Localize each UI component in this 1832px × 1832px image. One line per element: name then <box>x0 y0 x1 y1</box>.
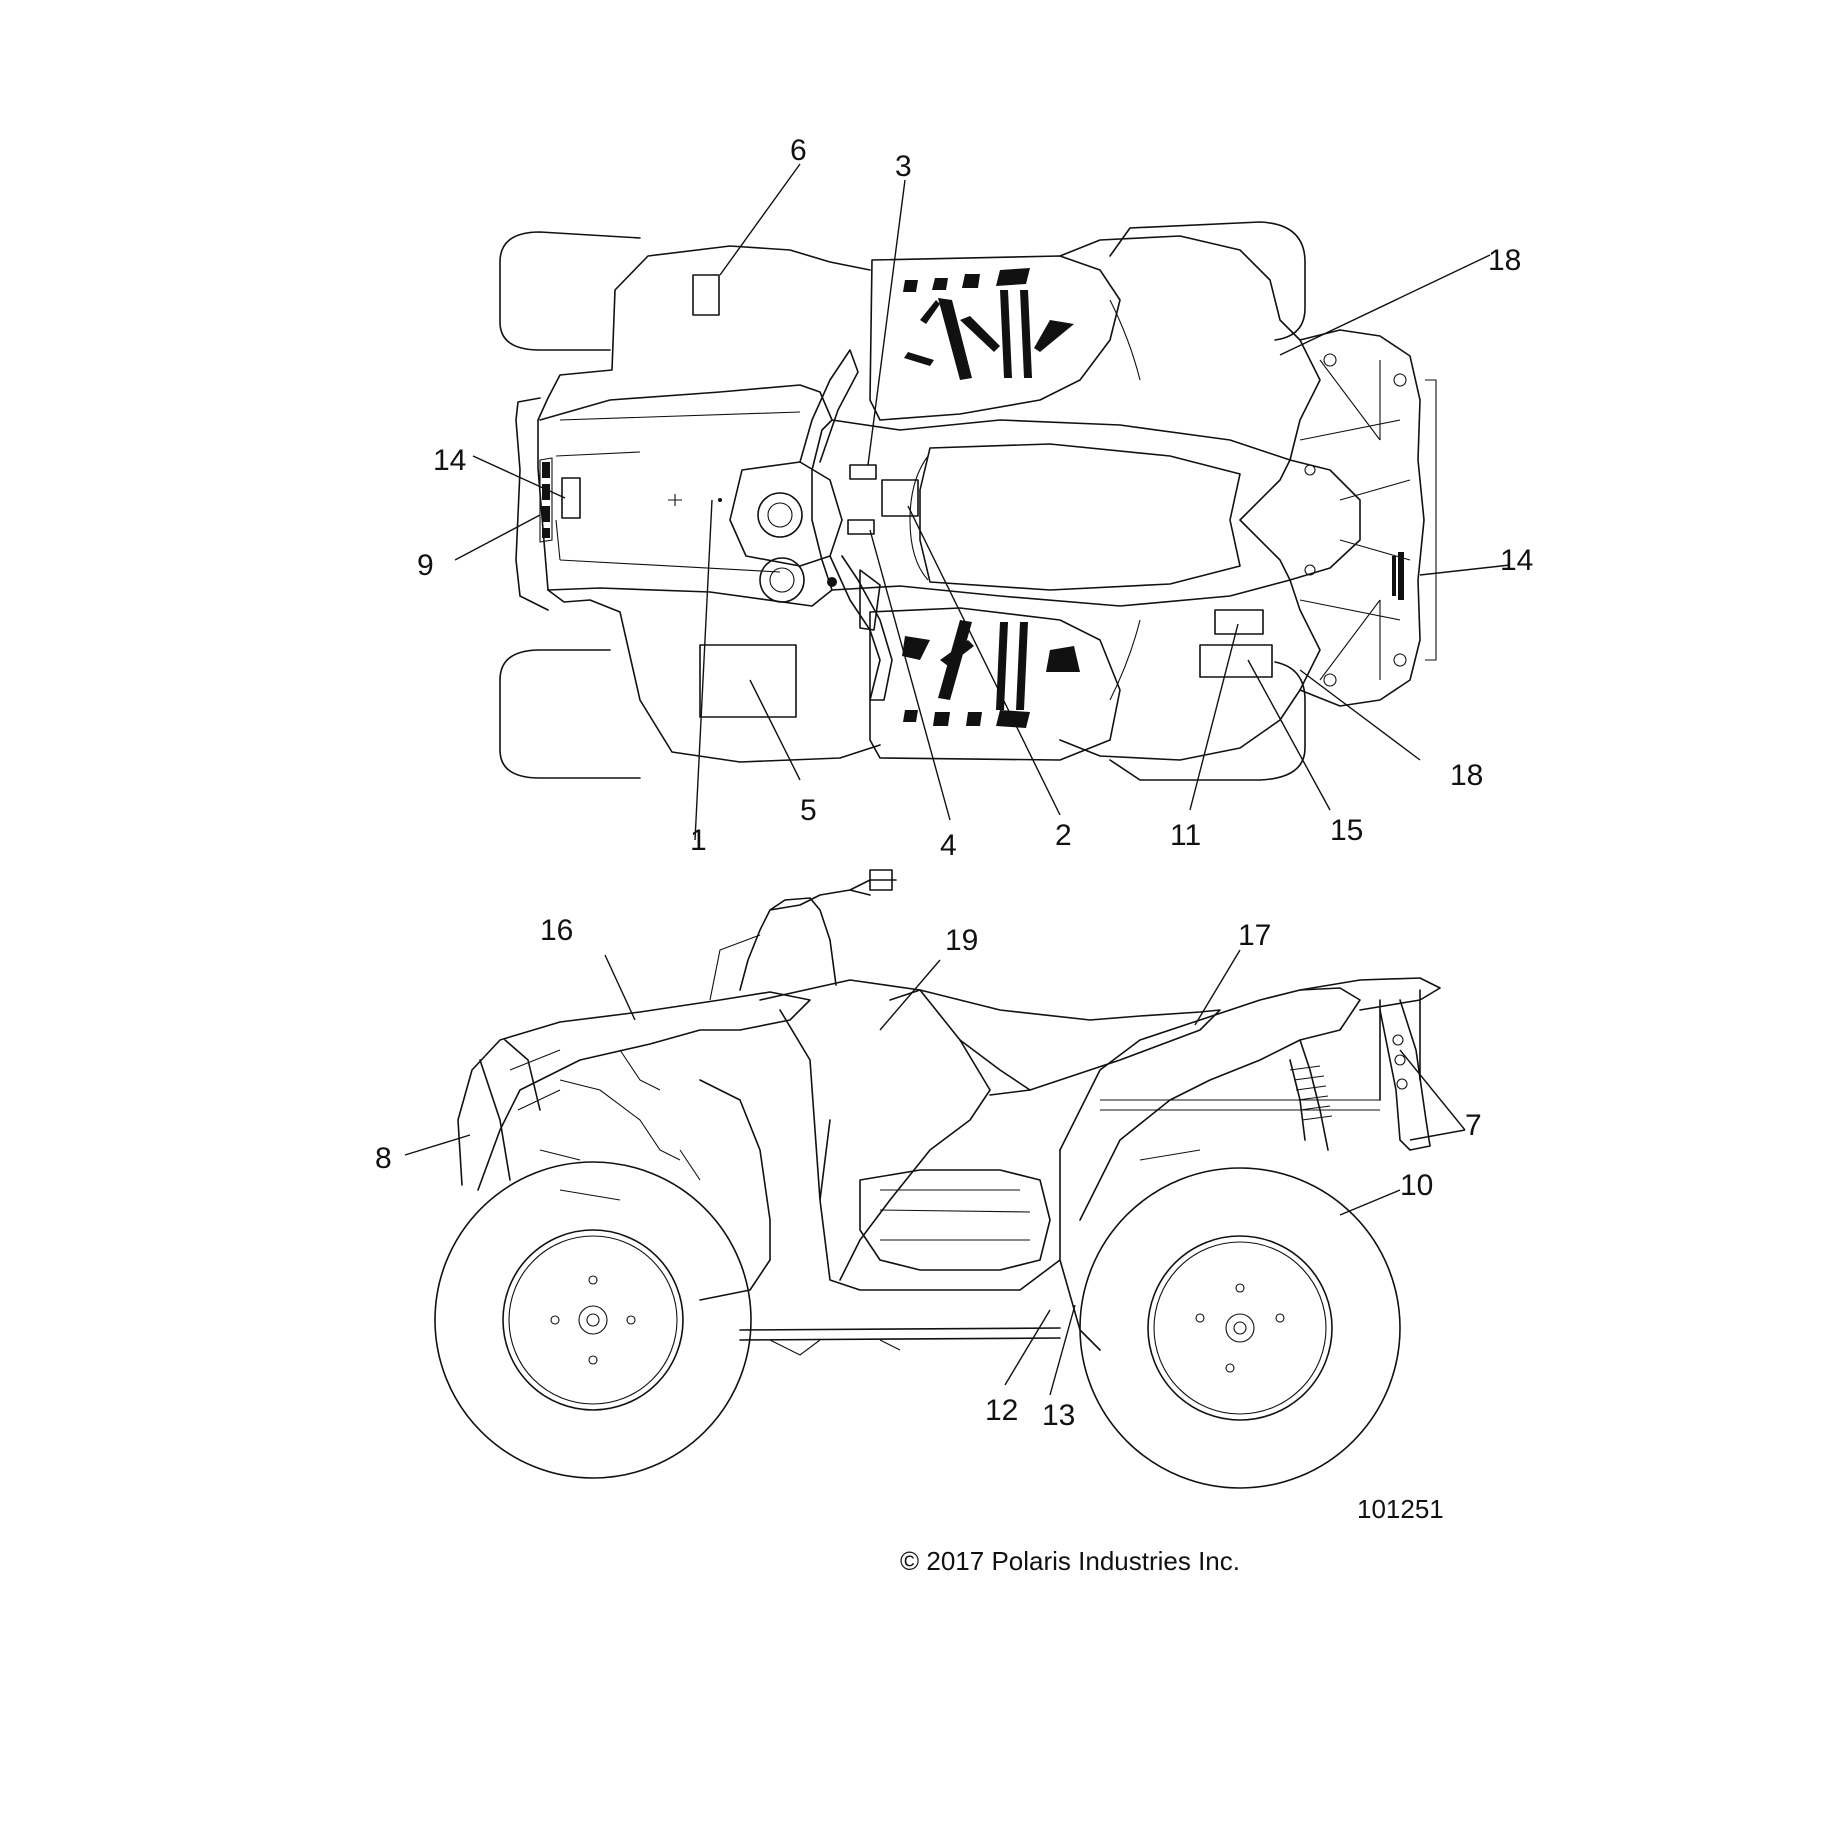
side-seat <box>889 989 1221 1096</box>
front-right-tire <box>499 649 641 779</box>
seat <box>919 443 1241 591</box>
callout-18-bottom: 18 <box>1450 759 1483 792</box>
shock-absorber <box>1289 1039 1329 1151</box>
front-tire <box>434 1161 752 1479</box>
side-rear-fender <box>1059 987 1361 1221</box>
rear-rack <box>1289 329 1425 707</box>
rear-fender <box>1059 235 1321 761</box>
decal-6 <box>692 274 720 316</box>
callout-18-top: 18 <box>1488 244 1521 277</box>
decal-11 <box>1214 609 1264 635</box>
decal-5 <box>699 644 797 718</box>
atv-top-view <box>499 221 1437 781</box>
side-body-panel <box>759 979 991 1281</box>
front-grille-guard <box>479 1039 541 1181</box>
callout-8: 8 <box>375 1142 392 1175</box>
callout-19: 19 <box>945 924 978 957</box>
steering-stem <box>757 492 803 538</box>
callout-12: 12 <box>985 1394 1018 1427</box>
handlebar-center <box>729 461 843 567</box>
fuel-cap <box>759 557 805 603</box>
engine <box>859 1169 1051 1271</box>
front-rim <box>502 1229 684 1411</box>
front-bumper <box>515 397 549 611</box>
callout-10: 10 <box>1400 1169 1433 1202</box>
callout-14-front: 14 <box>433 444 466 477</box>
front-left-tire <box>499 231 641 351</box>
copyright: © 2017 Polaris Industries Inc. <box>900 1546 1240 1576</box>
callout-1: 1 <box>690 824 707 857</box>
front-grille <box>539 457 553 543</box>
callout-7: 7 <box>1465 1109 1482 1142</box>
rear-tire <box>1079 1167 1401 1489</box>
side-front-fender <box>457 991 811 1191</box>
side-handlebar <box>739 879 897 991</box>
atv-side-view <box>434 869 1441 1489</box>
handlebar-left <box>799 349 859 463</box>
leader-lines <box>404 163 1511 1396</box>
right-footrest-tread <box>902 620 1080 728</box>
throttle-housing <box>859 569 881 631</box>
callout-16: 16 <box>540 914 573 947</box>
callout-9: 9 <box>417 549 434 582</box>
lower-frame-rail <box>739 1327 1061 1341</box>
side-throttle <box>869 869 893 891</box>
rear-rim <box>1147 1235 1333 1421</box>
front-rack <box>539 384 833 607</box>
callout-13: 13 <box>1042 1399 1075 1432</box>
decal-14-front <box>561 477 581 519</box>
decal-3 <box>849 464 877 480</box>
left-footwell <box>869 255 1121 421</box>
fuel-tank <box>831 419 1291 607</box>
callout-17: 17 <box>1238 919 1271 952</box>
exhaust-pipe <box>699 1079 771 1301</box>
rear-rack-side <box>1299 977 1441 1101</box>
front-fender <box>537 245 881 763</box>
rear-left-tire <box>1109 221 1306 341</box>
decal-2 <box>881 479 919 517</box>
callout-2: 2 <box>1055 819 1072 852</box>
decal-15 <box>1199 644 1273 678</box>
callout-14-rear: 14 <box>1500 544 1533 577</box>
figure-id: 101251 <box>1357 1494 1444 1524</box>
left-footrest-tread <box>903 268 1074 380</box>
side-frame <box>779 1009 1101 1351</box>
callout-4: 4 <box>940 829 957 862</box>
callout-5: 5 <box>800 794 817 827</box>
callout-3: 3 <box>895 150 912 183</box>
rear-hitch <box>1379 999 1431 1151</box>
callout-11: 11 <box>1170 819 1201 852</box>
callout-15: 15 <box>1330 814 1363 847</box>
right-footwell <box>869 607 1121 761</box>
decal-4 <box>847 519 875 535</box>
callout-6: 6 <box>790 134 807 167</box>
rear-right-tire <box>1109 661 1306 781</box>
callouts: 6 3 18 14 9 14 18 5 1 4 2 11 15 16 19 17… <box>375 134 1533 1432</box>
